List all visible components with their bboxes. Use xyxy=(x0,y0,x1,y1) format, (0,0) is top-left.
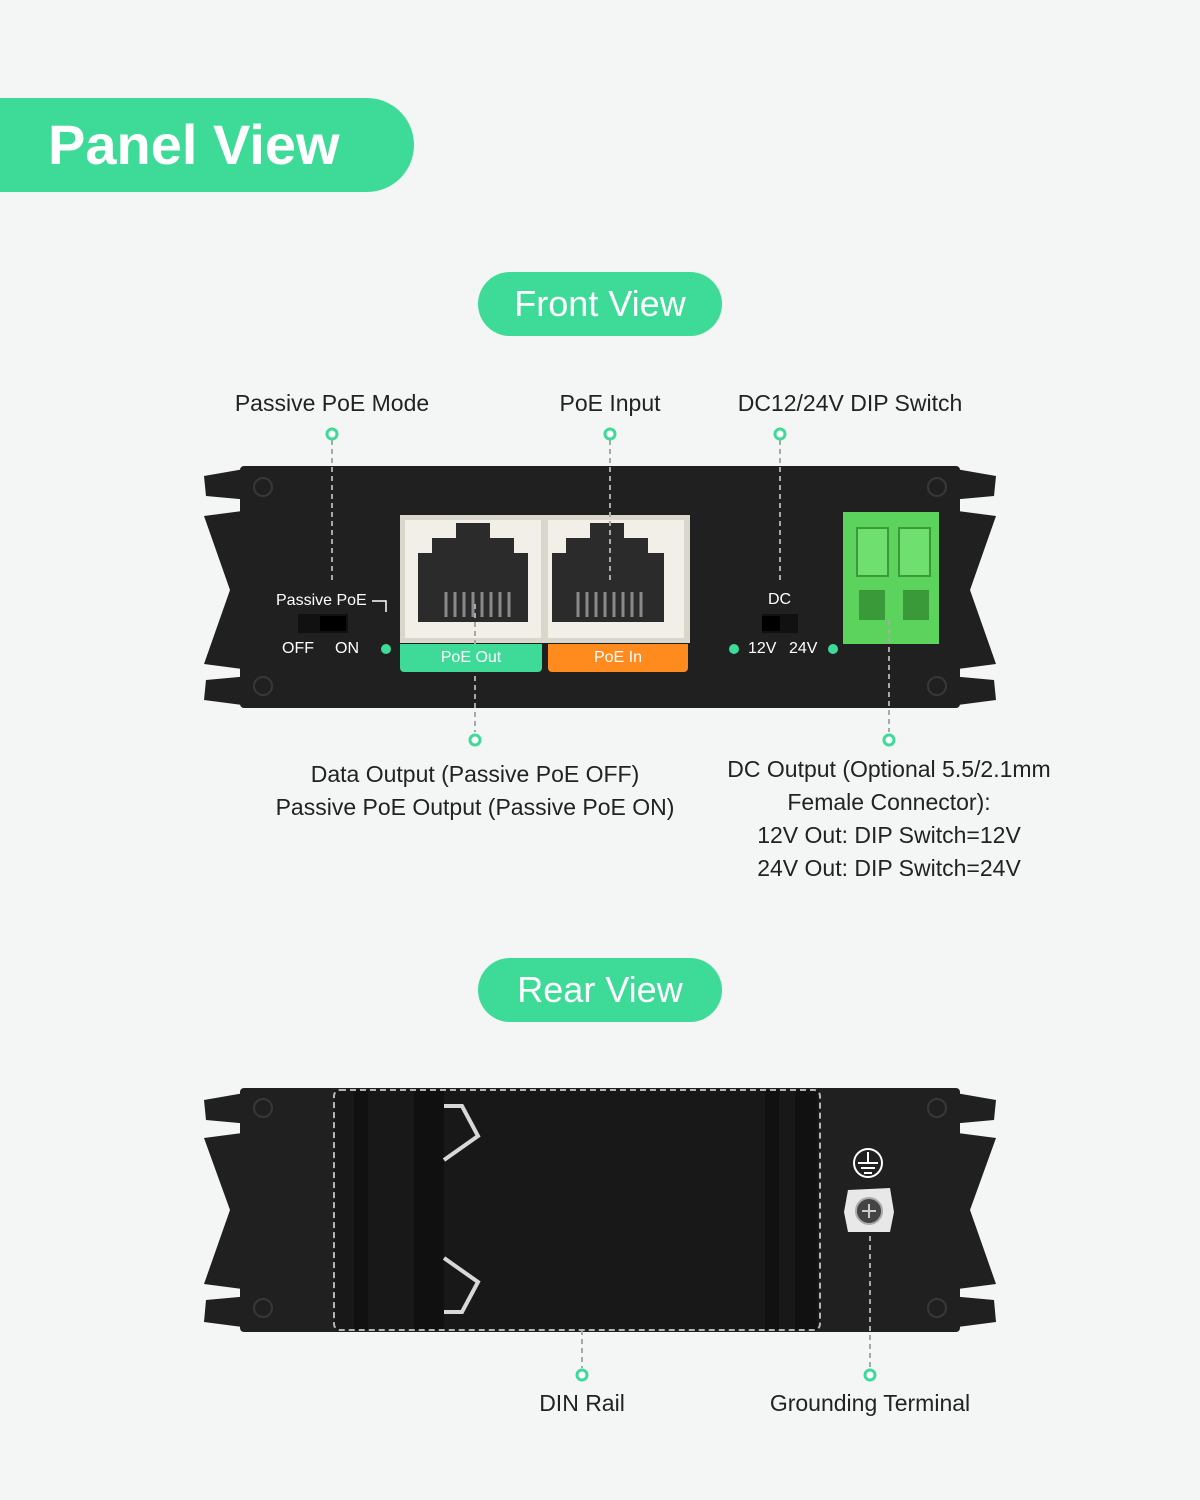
dc-output-line-2: Female Connector): xyxy=(787,789,991,815)
led-12v xyxy=(729,644,739,654)
data-output-callout: Data Output (Passive PoE OFF) Passive Po… xyxy=(245,758,705,824)
dc-output-line-4: 24V Out: DIP Switch=24V xyxy=(757,855,1021,881)
label-24v: 24V xyxy=(789,640,818,657)
grounding-terminal xyxy=(844,1188,894,1232)
dip-switch-label: DC12/24V DIP Switch xyxy=(737,390,963,416)
din-rail-clip xyxy=(333,1089,821,1331)
dc-output-line-1: DC Output (Optional 5.5/2.1mm xyxy=(727,756,1051,782)
passive-poe-led xyxy=(381,644,391,654)
poe-in-tag: PoE In xyxy=(548,644,688,672)
screw-icons xyxy=(253,477,947,696)
led-24v xyxy=(828,644,838,654)
callout-dots xyxy=(325,427,896,747)
poe-input-label: PoE Input xyxy=(559,390,661,416)
rear-callout-lines xyxy=(581,1236,871,1368)
din-rail-label: DIN Rail xyxy=(539,1390,625,1416)
rear-view-heading: Rear View xyxy=(478,958,722,1022)
page-title: Panel View xyxy=(0,98,414,192)
dc-terminal-block xyxy=(843,512,939,644)
rj45-ports xyxy=(400,515,690,643)
earth-ground-icon xyxy=(853,1148,883,1178)
dc-output-line-3: 12V Out: DIP Switch=12V xyxy=(757,822,1021,848)
passive-poe-mode-label: Passive PoE Mode xyxy=(234,390,430,416)
data-output-line-1: Data Output (Passive PoE OFF) xyxy=(310,761,640,787)
off-label: OFF xyxy=(282,640,314,657)
data-output-line-2: Passive PoE Output (Passive PoE ON) xyxy=(275,794,675,820)
rear-callout-dots xyxy=(575,1368,877,1382)
dc-output-callout: DC Output (Optional 5.5/2.1mm Female Con… xyxy=(689,753,1089,885)
label-12v: 12V xyxy=(748,640,777,657)
front-panel-diagram xyxy=(204,427,996,747)
poe-out-tag: PoE Out xyxy=(400,644,542,672)
rear-panel-diagram xyxy=(204,1088,996,1382)
on-label: ON xyxy=(335,640,359,657)
front-view-heading: Front View xyxy=(478,272,722,336)
passive-poe-switch-label: Passive PoE xyxy=(276,592,367,609)
grounding-terminal-label: Grounding Terminal xyxy=(769,1390,971,1416)
dc-switch-label: DC xyxy=(768,591,792,608)
